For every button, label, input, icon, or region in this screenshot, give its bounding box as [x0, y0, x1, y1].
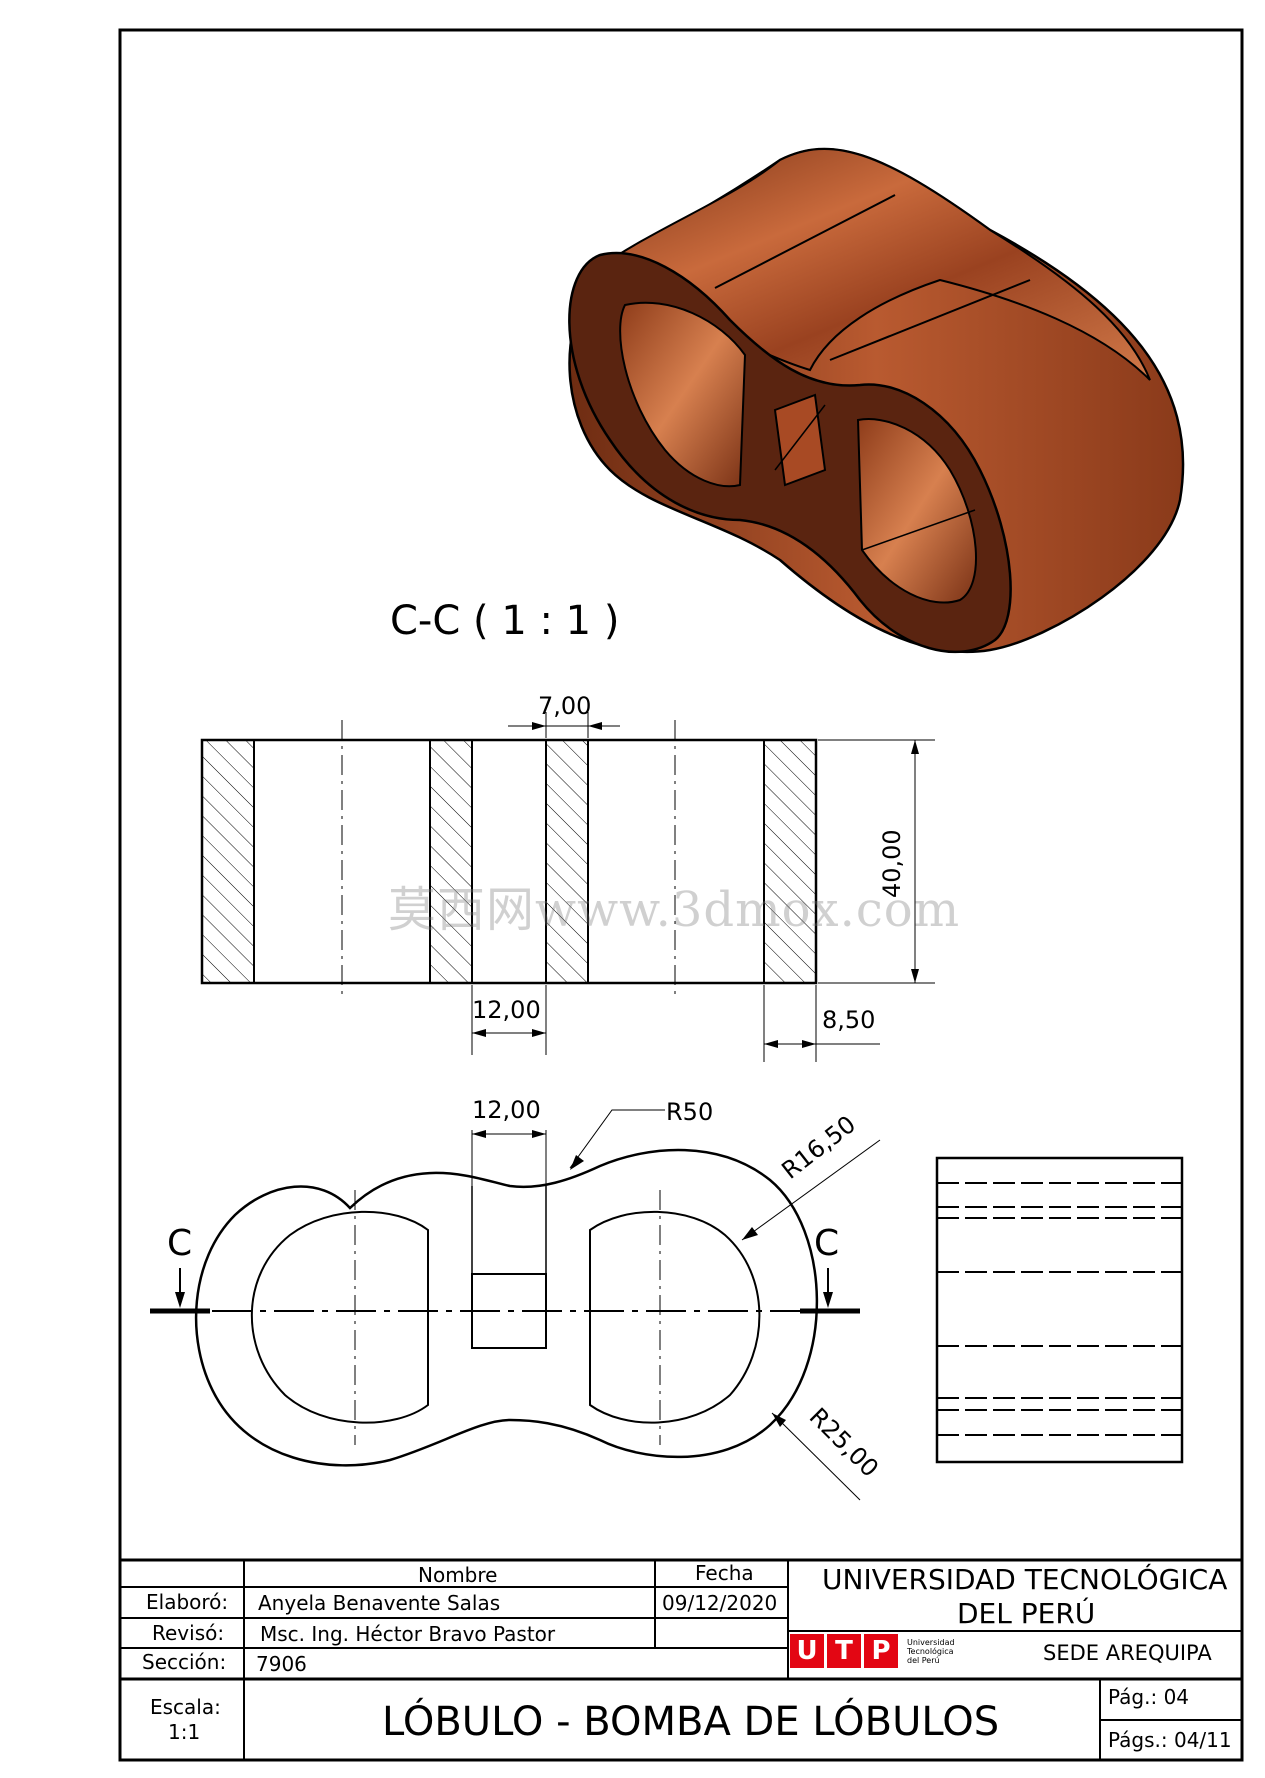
dim-12s-arrow-l [472, 1029, 486, 1037]
label-elaboro: Elaboró: [146, 1590, 229, 1614]
hatch-strip-2 [429, 739, 473, 984]
label-reviso: Revisó: [152, 1621, 225, 1645]
iso-inner-edge [861, 509, 976, 551]
page-total: Págs.: 04/11 [1108, 1728, 1232, 1752]
dim-12f-arrow-r [532, 1130, 546, 1138]
section-arrow-left-head [175, 1292, 185, 1308]
utp-logo-letter-u: U [790, 1634, 824, 1668]
dim-12f-arrow-l [472, 1130, 486, 1138]
dim-40-arrow-b [911, 969, 919, 983]
university-name-line2: DEL PERÚ [957, 1597, 1096, 1630]
dim-r165-arrow [742, 1227, 758, 1240]
escala-value: 1:1 [168, 1720, 201, 1744]
dim-7-arrow-r [588, 722, 602, 730]
front-bore-left [250, 1210, 429, 1424]
dim-r25-label: R25,00 [804, 1402, 884, 1482]
iso-hole-left [619, 301, 747, 488]
escala-label: Escala: [150, 1695, 221, 1719]
section-view-title: C-C ( 1 : 1 ) [390, 598, 619, 644]
isometric-view [568, 147, 1185, 654]
header-fecha: Fecha [695, 1561, 754, 1585]
utp-logo-caption: Universidad Tecnológica del Perú [907, 1638, 955, 1665]
utp-logo: U T P Universidad Tecnológica del Perú [790, 1634, 955, 1668]
header-nombre: Nombre [418, 1563, 498, 1587]
utp-logo-caption-3: del Perú [907, 1655, 940, 1665]
sheet-border [118, 28, 1244, 1762]
front-view: C C 12,00 R50 R16,50 R25,00 [150, 1096, 884, 1501]
dim-40-label: 40,00 [878, 829, 906, 898]
dim-r165-label: R16,50 [776, 1110, 861, 1185]
elaboro-date: 09/12/2020 [662, 1591, 778, 1615]
hatch-strip-4 [763, 739, 817, 984]
side-view-outline [935, 1156, 1184, 1464]
dim-85-arrow-r [802, 1040, 816, 1048]
dim-7-label: 7,00 [538, 692, 591, 720]
section-mark-left: C [167, 1223, 192, 1264]
utp-logo-caption-2: Tecnológica [907, 1646, 954, 1656]
section-mark-right: C [814, 1223, 839, 1264]
elaboro-name: Anyela Benavente Salas [258, 1591, 501, 1615]
hatch-strip-1 [201, 739, 255, 984]
dim-12f-label: 12,00 [472, 1096, 541, 1124]
iso-edge-2 [829, 279, 1031, 361]
dim-12s-arrow-r [532, 1029, 546, 1037]
section-view: 7,00 40,00 12,00 8,50 [200, 692, 935, 1062]
sede-text: SEDE AREQUIPA [1043, 1641, 1212, 1665]
dim-r25-leader [771, 1412, 861, 1501]
dim-85-label: 8,50 [822, 1006, 875, 1034]
utp-logo-letter-p: P [864, 1634, 898, 1668]
iso-hole-center [773, 393, 827, 487]
side-view [935, 1156, 1184, 1464]
dim-7-arrow-l [532, 722, 546, 730]
iso-center-diag [774, 404, 826, 471]
hatch-strip-3 [545, 739, 589, 984]
seccion-value: 7906 [256, 1652, 307, 1676]
utp-logo-letter-t: T [827, 1634, 861, 1668]
iso-hole-right [856, 418, 977, 604]
dim-r25-arrow [772, 1413, 786, 1427]
iso-edge-1 [714, 194, 896, 289]
label-seccion: Sección: [142, 1650, 227, 1674]
page-number: Pág.: 04 [1108, 1685, 1190, 1709]
title-block-grid [120, 1558, 1242, 1760]
drawing-title: LÓBULO - BOMBA DE LÓBULOS [382, 1699, 1000, 1745]
dim-r50-label: R50 [666, 1098, 713, 1126]
dim-r165-leader [741, 1139, 881, 1241]
university-name-line1: UNIVERSIDAD TECNOLÓGICA [822, 1563, 1228, 1596]
utp-logo-caption-1: Universidad [907, 1637, 955, 1647]
front-bore-right [589, 1210, 761, 1424]
dim-12s-label: 12,00 [472, 996, 541, 1024]
dim-85-arrow-l [764, 1040, 778, 1048]
dim-r50-leader [569, 1109, 665, 1169]
section-outline [200, 738, 818, 985]
front-outer-outline [194, 1148, 819, 1467]
reviso-name: Msc. Ing. Héctor Bravo Pastor [260, 1622, 556, 1646]
section-arrow-right-head [823, 1292, 833, 1308]
watermark-text: 莫西网www.3dmox.com [388, 882, 961, 938]
dim-40-arrow-t [911, 740, 919, 754]
dim-r50-arrow [570, 1155, 584, 1170]
